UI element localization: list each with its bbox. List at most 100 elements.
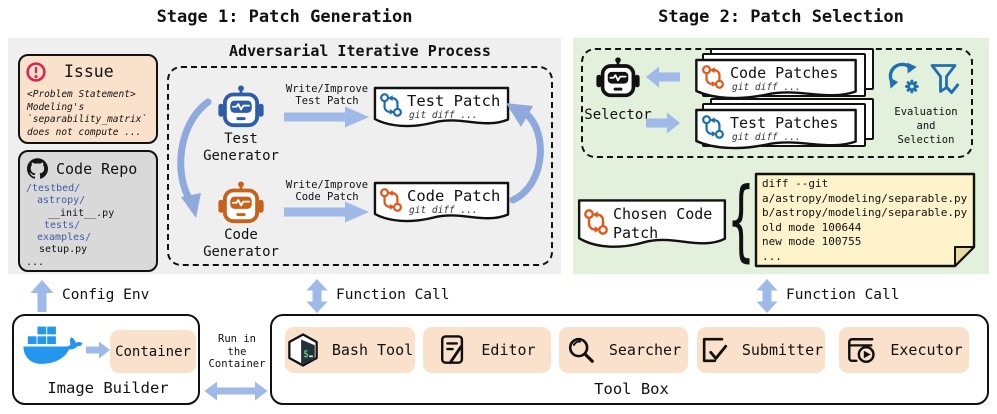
code-generator-label: Code Generator: [203, 226, 279, 261]
bash-tool-icon: [288, 333, 318, 367]
code-repo-title: Code Repo: [56, 160, 138, 178]
stage1-title: Stage 1: Patch Generation: [156, 7, 413, 27]
test-patches-doc: Test Patches git diff ...: [694, 108, 858, 154]
run-in-container-arrow: [204, 381, 268, 401]
write-improve-test-label: Write/Improve Test Patch: [285, 82, 369, 108]
issue-line: `separability_matrix`: [27, 114, 148, 125]
container-label: Container: [115, 343, 191, 360]
doc-outline: [577, 198, 727, 254]
diff-line: diff --git: [762, 177, 829, 190]
test-generator-robot-icon: [218, 84, 264, 128]
editor-icon: [441, 335, 464, 365]
code-patch-doc: Code Patch git diff ...: [373, 181, 510, 227]
code-patches-title: Code Patches: [730, 64, 839, 82]
evaluation-selection-label: Evaluation and Selection: [894, 106, 958, 146]
git-diff-icon: [380, 93, 402, 117]
tool-label: Submitter: [741, 341, 824, 359]
from-selector-arrow: [646, 112, 680, 134]
repo-file-tree: /testbed/ astropy/ __init__.py tests/ ex…: [26, 183, 156, 269]
build-arrow: [86, 341, 110, 359]
code-patch-arrow: [284, 201, 369, 223]
git-diff-icon: [702, 115, 724, 139]
tree-item: /testbed/: [26, 183, 81, 194]
tree-item: astropy/: [37, 195, 86, 207]
tree-item: __init__.py: [48, 207, 115, 219]
tool-label: Searcher: [608, 341, 682, 359]
code-patch-title: Code Patch: [407, 187, 501, 205]
git-diff-icon: [380, 188, 402, 212]
diff-line: ...: [762, 249, 782, 263]
function-call-label-stage1: Function Call: [336, 287, 450, 303]
tool-editor: Editor: [423, 327, 551, 373]
note-outline: [754, 172, 976, 268]
adversarial-process-title: Adversarial Iterative Process: [229, 42, 491, 60]
search-icon: [568, 337, 594, 363]
tool-box: Bash Tool Editor Searcher Submitter Exec…: [270, 314, 989, 405]
brace-connector: {: [727, 168, 755, 271]
stage2-title: Stage 2: Patch Selection: [658, 7, 904, 27]
test-patches-subtitle: git diff ...: [732, 132, 801, 143]
function-call-arrow-stage2: [756, 279, 778, 313]
issue-box: Issue <Problem Statement> Modeling's `se…: [18, 54, 158, 144]
docker-icon: [23, 326, 83, 364]
tool-searcher: Searcher: [559, 327, 688, 373]
container-chip: Container: [110, 330, 196, 373]
tool-executor: Executor: [839, 327, 969, 373]
tree-item: examples/: [37, 232, 92, 244]
config-env-label: Config Env: [62, 287, 150, 303]
issue-line: Modeling's: [27, 101, 85, 113]
selector-label: Selector: [584, 107, 652, 123]
adversarial-process-frame: [167, 66, 553, 266]
image-builder-label: Image Builder: [47, 379, 169, 397]
test-patches-title: Test Patches: [730, 114, 839, 132]
diff-text: diff --git a/astropy/modeling/separable.…: [762, 177, 972, 265]
config-env-arrow: [30, 280, 54, 312]
test-patch-subtitle: git diff ...: [409, 110, 478, 121]
tree-item: tests/: [44, 219, 81, 231]
selector-robot-icon: [596, 56, 640, 98]
tree-item: setup.py: [39, 244, 88, 256]
tool-bash: Bash Tool: [285, 327, 415, 373]
diff-line: a/astropy/modeling/separable.py: [762, 191, 968, 205]
code-patch-subtitle: git diff ...: [409, 205, 478, 216]
test-generator-label: Test Generator: [203, 130, 279, 165]
tool-label: Editor: [481, 341, 536, 359]
run-in-container-label: Run in the Container: [208, 333, 266, 371]
issue-text: <Problem Statement> Modeling's `separabi…: [27, 89, 155, 139]
code-patches-doc: Code Patches git diff ...: [694, 58, 858, 104]
git-diff-icon: [702, 65, 724, 89]
tool-label: Executor: [890, 341, 963, 359]
diff-line: b/astropy/modeling/separable.py: [762, 206, 968, 220]
function-call-arrow-stage1: [306, 279, 328, 313]
executor-play-icon: [848, 338, 876, 364]
test-patch-title: Test Patch: [407, 92, 501, 110]
to-selector-arrow: [646, 66, 680, 88]
doc-outline: [373, 86, 510, 132]
doc-outline: [694, 58, 858, 104]
diff-note: diff --git a/astropy/modeling/separable.…: [754, 172, 976, 268]
git-diff-icon: [584, 209, 608, 235]
image-builder-box: Container Image Builder: [12, 314, 200, 405]
test-patch-doc: Test Patch git diff ...: [373, 86, 510, 132]
issue-line: does not compute ...: [27, 126, 142, 138]
chosen-code-patch-label: Chosen Code Patch: [613, 205, 713, 242]
function-call-label-stage2: Function Call: [786, 287, 900, 303]
patch-cycle-arrow: [506, 103, 544, 204]
chosen-code-patch-doc: Chosen Code Patch: [577, 198, 727, 254]
test-patch-arrow: [284, 106, 369, 128]
issue-line: <Problem Statement>: [27, 89, 136, 100]
submit-check-icon: [702, 337, 727, 363]
issue-title: Issue: [64, 62, 114, 81]
tree-item: ...: [26, 256, 45, 268]
tool-box-label: Tool Box: [594, 380, 669, 398]
code-repo-box: Code Repo /testbed/ astropy/ __init__.py…: [18, 150, 158, 272]
github-icon: [27, 158, 48, 179]
evaluation-sync-gear-icon: [888, 62, 921, 95]
issue-alert-icon: [26, 62, 46, 82]
doc-outline: [694, 108, 858, 154]
doc-outline: [373, 181, 510, 227]
write-improve-code-label: Write/Improve Code Patch: [285, 178, 369, 204]
diff-line: old mode 100644: [762, 220, 862, 234]
diff-line: new mode 100755: [762, 235, 862, 249]
